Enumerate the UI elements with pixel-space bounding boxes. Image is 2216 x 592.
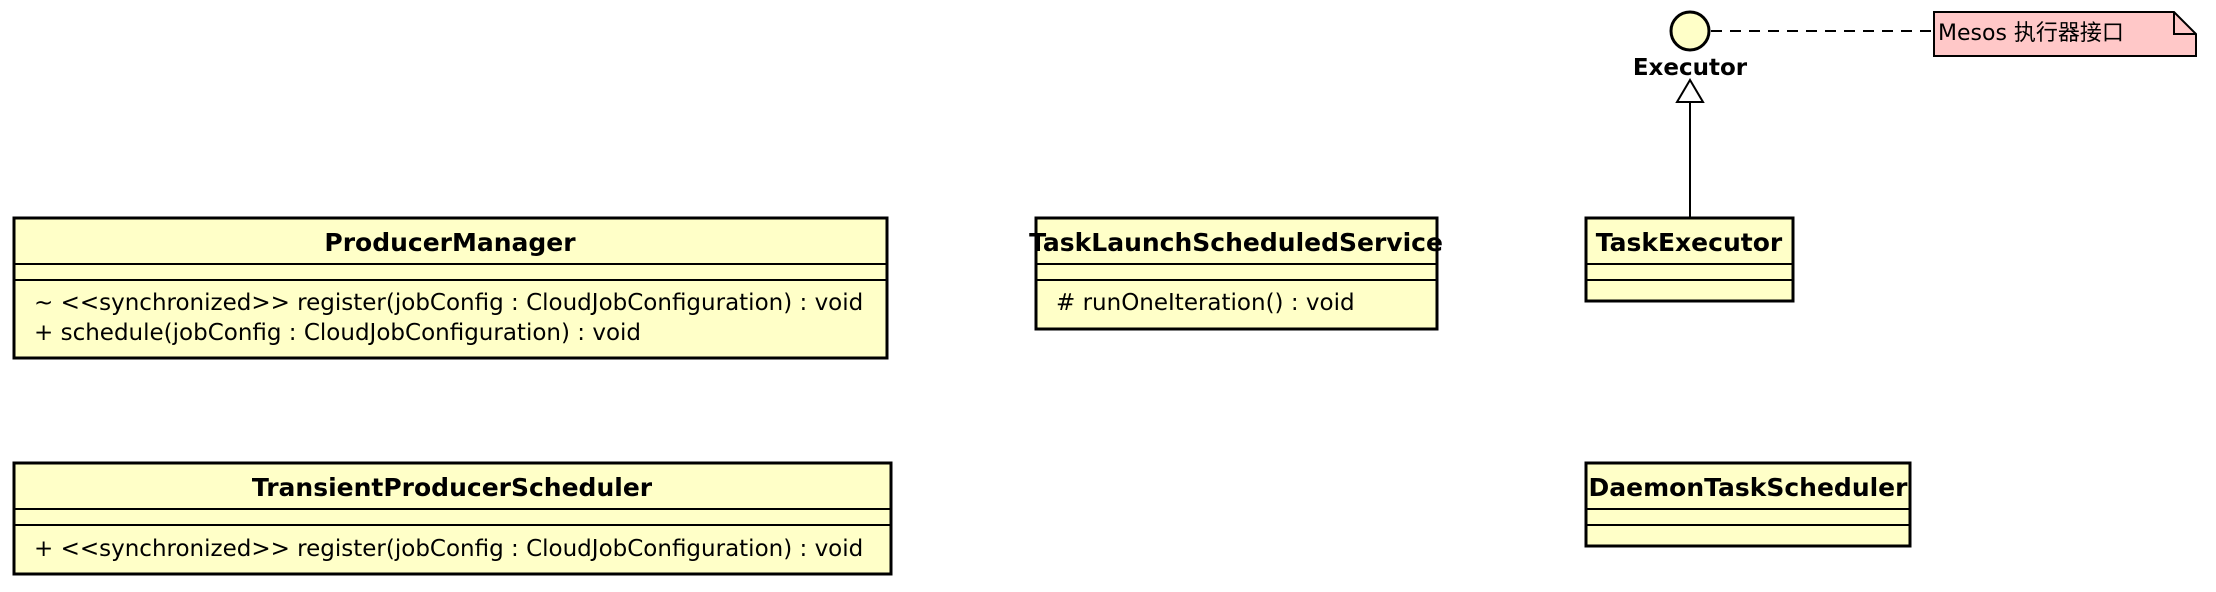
class-name: TransientProducerScheduler <box>252 473 653 502</box>
class-daemon-task-scheduler[interactable]: DaemonTaskScheduler <box>1584 461 1912 548</box>
class-task-executor[interactable]: TaskExecutor <box>1584 216 1795 303</box>
note-shape <box>1933 11 2197 57</box>
class-name: DaemonTaskScheduler <box>1589 473 1909 502</box>
class-box <box>12 461 893 576</box>
class-transient-producer-scheduler[interactable]: TransientProducerScheduler + <<synchroni… <box>12 461 893 576</box>
class-operation: # runOneIteration() : void <box>1056 290 1355 316</box>
class-name: TaskExecutor <box>1596 228 1783 257</box>
class-operation: + <<synchronized>> register(jobConfig : … <box>34 536 863 562</box>
class-box <box>12 216 889 360</box>
executor-interface[interactable]: Executor <box>1633 10 1748 81</box>
note-text: Mesos 执行器接口 <box>1938 21 2124 46</box>
note-mesos-executor[interactable]: Mesos 执行器接口 <box>1933 11 2197 57</box>
class-box <box>1584 216 1795 303</box>
class-name: ProducerManager <box>324 228 576 257</box>
note-folded-corner <box>2173 12 2196 35</box>
class-task-launch-scheduled-service[interactable]: TaskLaunchScheduledService # runOneItera… <box>1029 216 1443 331</box>
interface-circle-icon <box>1669 10 1711 52</box>
interface-name: Executor <box>1633 55 1748 81</box>
class-operation: + schedule(jobConfig : CloudJobConfigura… <box>34 320 641 346</box>
class-box <box>1584 461 1912 548</box>
class-box <box>1034 216 1439 331</box>
class-producer-manager[interactable]: ProducerManager ~ <<synchronized>> regis… <box>12 216 889 360</box>
class-name: TaskLaunchScheduledService <box>1029 228 1443 257</box>
class-operation: ~ <<synchronized>> register(jobConfig : … <box>34 290 863 316</box>
realization-arrowhead <box>1675 78 1705 103</box>
